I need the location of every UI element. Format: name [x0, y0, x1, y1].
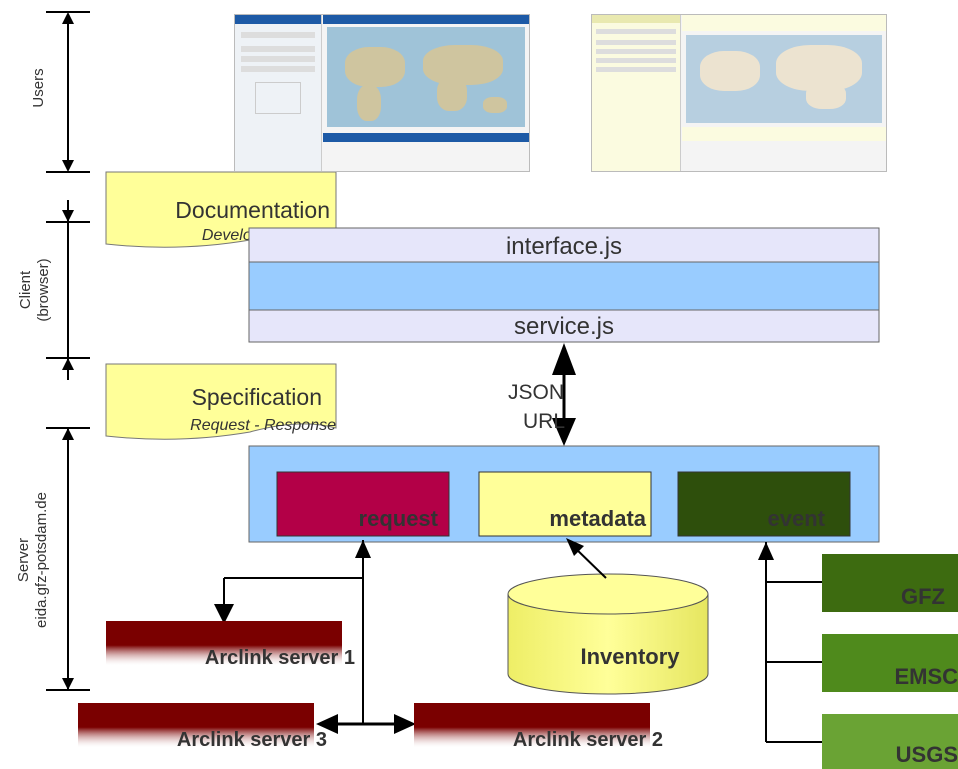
json-label: JSON — [508, 381, 564, 404]
event-label: event — [768, 506, 826, 531]
tier-label-client: Client — [17, 270, 34, 309]
service-js-label: service.js — [514, 313, 614, 340]
request-label: request — [359, 506, 439, 531]
json-url-arrow: JSON URL — [508, 343, 576, 446]
request-module — [276, 471, 450, 537]
event-connectors — [758, 542, 824, 743]
event-source-usgs: USGS — [822, 714, 958, 769]
user-interface-screenshot-2 — [591, 14, 887, 172]
interface-js-label: interface.js — [506, 233, 622, 260]
request-connectors — [214, 540, 416, 734]
gfz-label: GFZ — [901, 584, 945, 609]
arclink-server-1-label: Arclink server 1 — [205, 647, 355, 669]
user-interface-screenshot-1 — [234, 14, 530, 172]
tier-label-server: Server — [15, 538, 32, 582]
specification-title: Specification — [192, 384, 322, 410]
arclink-server-3: Arclink server 3 — [78, 703, 327, 751]
metadata-label: metadata — [549, 506, 646, 531]
arclink-server-2-label: Arclink server 2 — [513, 729, 663, 751]
inventory-label: Inventory — [580, 644, 680, 669]
server-block: request metadata event — [248, 445, 880, 543]
metadata-module — [478, 471, 652, 537]
arclink-server-3-label: Arclink server 3 — [177, 729, 327, 751]
specification-subtitle: Request - Response — [190, 417, 336, 434]
tier-label-users: Users — [30, 68, 47, 107]
tier-scale — [46, 11, 90, 691]
specification-note: Specification Request - Response — [105, 363, 337, 440]
emsc-label: EMSC — [894, 664, 958, 689]
usgs-label: USGS — [896, 742, 958, 767]
arclink-server-1: Arclink server 1 — [106, 621, 355, 669]
url-label: URL — [523, 410, 565, 433]
event-module — [677, 471, 851, 537]
inventory-database: Inventory — [507, 538, 709, 695]
event-source-emsc: EMSC — [822, 634, 958, 692]
client-block: interface.js service.js — [248, 227, 880, 343]
event-source-gfz: GFZ — [822, 554, 958, 612]
tier-label-client-browser: (browser) — [35, 258, 52, 321]
tier-label-server-host: eida.gfz-potsdam.de — [33, 492, 50, 628]
documentation-title: Documentation — [175, 197, 330, 223]
arclink-server-2: Arclink server 2 — [414, 703, 663, 751]
